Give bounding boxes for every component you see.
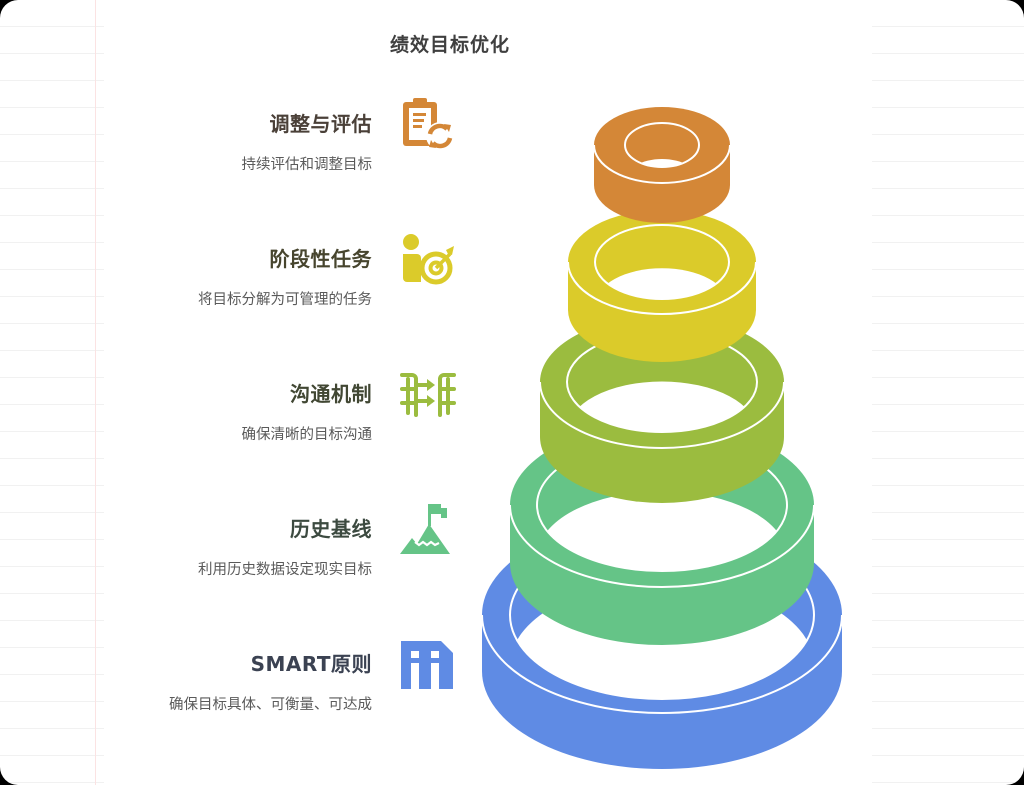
item-heading: 历史基线 [290,517,372,541]
item-phased-tasks: 阶段性任务 将目标分解为可管理的任务 [198,243,372,309]
item-smart-principle: SMART原则 确保目标具体、可衡量、可达成 [169,648,372,714]
smart-building-icon [401,641,453,689]
ruled-paper-left [0,0,104,785]
margin-line [95,0,96,785]
ruled-paper-right [872,0,1024,785]
item-description: 将目标分解为可管理的任务 [198,292,372,308]
clipboard-refresh-icon [403,98,454,150]
person-target-icon [403,234,454,285]
communication-arrows-icon [400,373,456,417]
item-historical-baseline: 历史基线 利用历史数据设定现实目标 [198,513,372,579]
ring [539,316,785,503]
item-description: 利用历史数据设定现实目标 [198,562,372,578]
mountain-flag-icon [400,504,450,554]
item-communication: 沟通机制 确保清晰的目标沟通 [242,378,373,444]
item-heading: 阶段性任务 [269,247,372,271]
diagram-title: 绩效目标优化 [389,34,510,56]
item-description: 确保目标具体、可衡量、可达成 [169,697,372,713]
item-heading: 调整与评估 [269,112,372,136]
item-heading: 沟通机制 [290,382,372,406]
ring [567,210,757,362]
item-description: 确保清晰的目标沟通 [241,427,373,443]
item-adjust-evaluate: 调整与评估 持续评估和调整目标 [242,108,373,174]
item-description: 持续评估和调整目标 [241,157,373,173]
item-heading: SMART原则 [250,652,372,676]
ring [593,107,731,223]
